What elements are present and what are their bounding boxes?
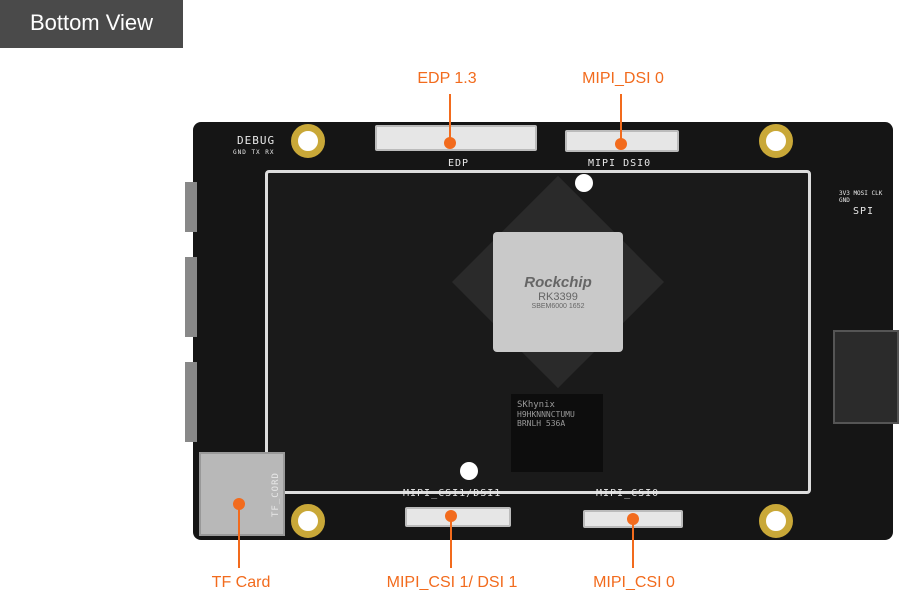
ram-brand: SKhynix [517,400,555,410]
callout-line [450,516,452,568]
silk-mipi-dsi0: MIPI DSI0 [588,158,652,169]
mounting-hole [759,124,793,158]
soc-model: RK3399 [538,291,578,303]
callout-mipi-csi1-dsi1: MIPI_CSI 1/ DSI 1 [386,574,518,591]
silk-mipi-csi1-dsi1: MIPI_CSI1/DSI1 [403,488,502,499]
ram-code: H9HKNNNCTUMU [517,410,575,419]
side-port [185,182,197,232]
callout-tf-card: TF Card [211,574,271,591]
callout-line [632,519,634,568]
rk3399-chip: Rockchip RK3399 SBEM6000 1652 [493,232,623,352]
view-title: Bottom View [0,0,183,48]
silk-spi: SPI [853,206,875,217]
mounting-hole [759,504,793,538]
callout-line [449,94,451,143]
silk-debug-pins: GND TX RX [233,149,275,156]
mounting-hole [291,124,325,158]
callout-dot [444,137,456,149]
tf-card-slot [199,452,285,536]
ethernet-port [833,330,899,424]
callout-line [238,504,240,568]
circuit-board: DEBUG GND TX RX EDP MIPI DSI0 SPI 3V3 MO… [185,122,899,540]
soc-code: SBEM6000 1652 [531,303,585,310]
ram-code: BRNLH 536A [517,419,566,428]
callout-mipi-csi0: MIPI_CSI 0 [593,574,675,591]
callout-dot [627,513,639,525]
ram-chip: SKhynix H9HKNNNCTUMU BRNLH 536A [511,394,603,472]
silk-debug: DEBUG [237,134,276,147]
soc-brand: Rockchip [524,274,592,291]
silk-mipi-csi0: MIPI_CSI0 [596,488,660,499]
callout-line [620,94,622,144]
callout-dot [445,510,457,522]
silk-edp: EDP [448,158,470,169]
alignment-hole [575,174,593,192]
callout-dot [233,498,245,510]
callout-dot [615,138,627,150]
edp-connector [375,125,537,151]
alignment-hole [460,462,478,480]
side-port [185,257,197,337]
silk-tf-cord: TF_CORD [271,472,281,517]
silk-spi-pins: 3V3 MOSI CLK GND [839,190,883,204]
side-port [185,362,197,442]
mipi-csi1-dsi1-connector [405,507,511,527]
mounting-hole [291,504,325,538]
callout-mipi-dsi0: MIPI_DSI 0 [582,70,664,87]
callout-edp: EDP 1.3 [417,70,477,87]
